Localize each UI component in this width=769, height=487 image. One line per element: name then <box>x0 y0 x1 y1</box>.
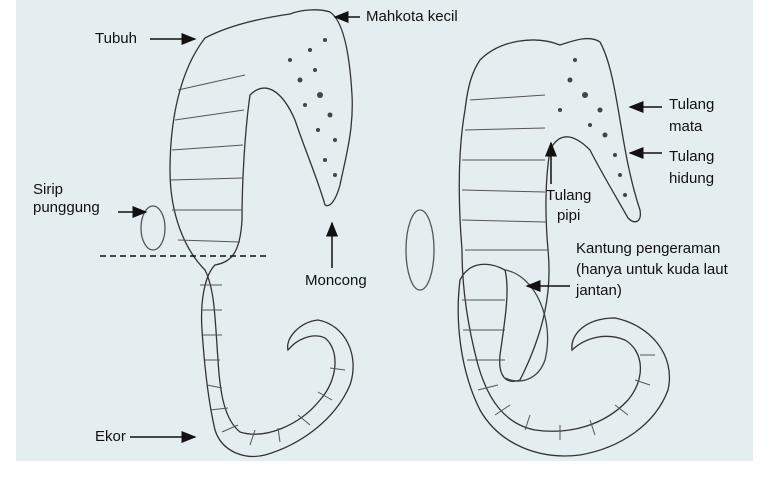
label-tulang-pipi-line2: pipi <box>546 206 591 226</box>
label-sirip-punggung-line1: Sirip <box>33 181 100 199</box>
label-sirip-punggung: Sirip punggung <box>33 181 100 217</box>
label-ekor: Ekor <box>95 428 126 446</box>
left-head-texture <box>288 38 337 177</box>
left-seahorse-outline <box>170 10 353 457</box>
label-tulang-mata-line1: Tulang <box>669 94 714 116</box>
left-seahorse <box>141 10 353 457</box>
label-tulang-mata: Tulang mata <box>669 94 714 138</box>
label-moncong: Moncong <box>305 272 367 290</box>
right-head-texture <box>558 58 627 197</box>
right-dorsal-fin <box>406 210 434 290</box>
label-tulang-pipi-line1: Tulang <box>546 186 591 206</box>
label-tubuh: Tubuh <box>95 30 137 48</box>
label-kantung-line3: jantan) <box>576 280 728 301</box>
label-sirip-punggung-line2: punggung <box>33 199 100 217</box>
label-kantung-line2: (hanya untuk kuda laut <box>576 259 728 280</box>
label-tulang-hidung-line1: Tulang <box>669 146 714 168</box>
label-kantung-line1: Kantung pengeraman <box>576 238 728 259</box>
label-tulang-mata-line2: mata <box>669 116 714 138</box>
label-mahkota-kecil: Mahkota kecil <box>366 8 458 26</box>
label-tulang-pipi: Tulang pipi <box>546 186 591 226</box>
label-tulang-hidung-line2: hidung <box>669 168 714 190</box>
label-kantung-pengeraman: Kantung pengeraman (hanya untuk kuda lau… <box>576 238 728 301</box>
label-tulang-hidung: Tulang hidung <box>669 146 714 190</box>
